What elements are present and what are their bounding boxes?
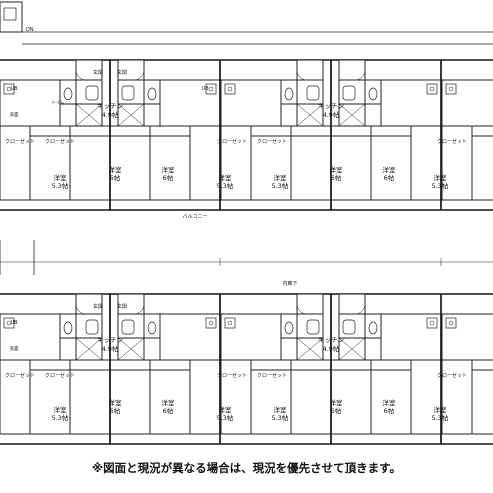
western-room-label: 洋室 xyxy=(162,165,176,174)
room-size: 5.3帖 xyxy=(272,413,289,422)
closet-label: クローゼット xyxy=(257,138,287,145)
upper-floor-labels: キッチン 4.9帖 キッチン 4.9帖 洋室 5.3帖 洋室 5.3帖 洋室 5… xyxy=(5,69,467,190)
room-size: 6帖 xyxy=(331,173,342,182)
western-room-label: 洋室 xyxy=(330,398,344,407)
entrance-label: 玄関 xyxy=(93,69,103,76)
closet-label: クローゼット xyxy=(257,372,287,379)
room-size: 6帖 xyxy=(163,173,174,182)
kitchen-size: 4.9帖 xyxy=(323,344,340,353)
western-room-label: 洋室 xyxy=(219,173,233,182)
western-room-label: 洋室 xyxy=(54,405,68,414)
room-size: 6帖 xyxy=(110,173,121,182)
western-room-label: 洋室 xyxy=(109,398,123,407)
washroom-label: 洗面 xyxy=(10,345,19,352)
closet-label: クローゼット xyxy=(45,138,75,145)
closet-label: クローゼット xyxy=(5,372,35,379)
room-size: 5.3帖 xyxy=(432,181,449,190)
disclaimer-footnote: ※図面と現況が異なる場合は、現況を優先させて頂きます。 xyxy=(91,461,402,475)
entrance-label: 玄関 xyxy=(117,303,127,310)
balcony-label: バルコニー xyxy=(183,214,208,220)
room-size: 5.3帖 xyxy=(217,413,234,422)
western-room-label: 洋室 xyxy=(219,405,233,414)
kitchen-size: 4.9帖 xyxy=(323,110,340,119)
western-room-label: 洋室 xyxy=(383,398,397,407)
western-room-label: 洋室 xyxy=(109,165,123,174)
room-size: 6帖 xyxy=(331,406,342,415)
toilet-label: トイレ xyxy=(51,101,65,106)
kitchen-label: キッチン xyxy=(97,102,123,110)
western-room-label: 洋室 xyxy=(434,173,448,182)
western-room-label: 洋室 xyxy=(54,173,68,182)
western-room-label: 洋室 xyxy=(330,165,344,174)
room-size: 6帖 xyxy=(384,406,395,415)
closet-label: クローゼット xyxy=(437,372,467,379)
room-size: 5.3帖 xyxy=(217,181,234,190)
room-size: 5.3帖 xyxy=(52,413,69,422)
unit-bath-label: UB xyxy=(10,320,18,326)
inner-corridor-label: 内廊下 xyxy=(282,280,297,287)
closet-label: クローゼット xyxy=(217,138,247,145)
closet-label: クローゼット xyxy=(437,138,467,145)
room-size: 6帖 xyxy=(384,173,395,182)
lower-floor-labels: キッチン 4.9帖 キッチン 4.9帖 洋室 5.3帖 洋室 5.3帖 洋室 5… xyxy=(5,303,467,422)
western-room-label: 洋室 xyxy=(274,173,288,182)
room-size: 5.3帖 xyxy=(432,413,449,422)
entrance-label: 玄関 xyxy=(93,303,103,310)
room-size: 6帖 xyxy=(163,406,174,415)
kitchen-label: キッチン xyxy=(97,336,123,344)
washroom-label: 洗面 xyxy=(10,111,19,118)
western-room-label: 洋室 xyxy=(434,405,448,414)
room-size: 6帖 xyxy=(110,406,121,415)
closet-label: クローゼット xyxy=(5,138,35,145)
western-room-label: 洋室 xyxy=(274,405,288,414)
unit-bath-label: UB xyxy=(201,86,209,92)
dining-label: DN xyxy=(26,27,34,33)
kitchen-label: キッチン xyxy=(318,102,344,110)
room-size: 5.3帖 xyxy=(52,181,69,190)
unit-bath-label: UB xyxy=(10,86,18,92)
room-size: 5.3帖 xyxy=(272,181,289,190)
western-room-label: 洋室 xyxy=(162,398,176,407)
closet-label: クローゼット xyxy=(45,372,75,379)
kitchen-label: キッチン xyxy=(318,336,344,344)
kitchen-size: 4.9帖 xyxy=(102,110,119,119)
kitchen-size: 4.9帖 xyxy=(102,344,119,353)
entrance-label: 玄関 xyxy=(117,69,127,76)
western-room-label: 洋室 xyxy=(383,165,397,174)
closet-label: クローゼット xyxy=(217,372,247,379)
